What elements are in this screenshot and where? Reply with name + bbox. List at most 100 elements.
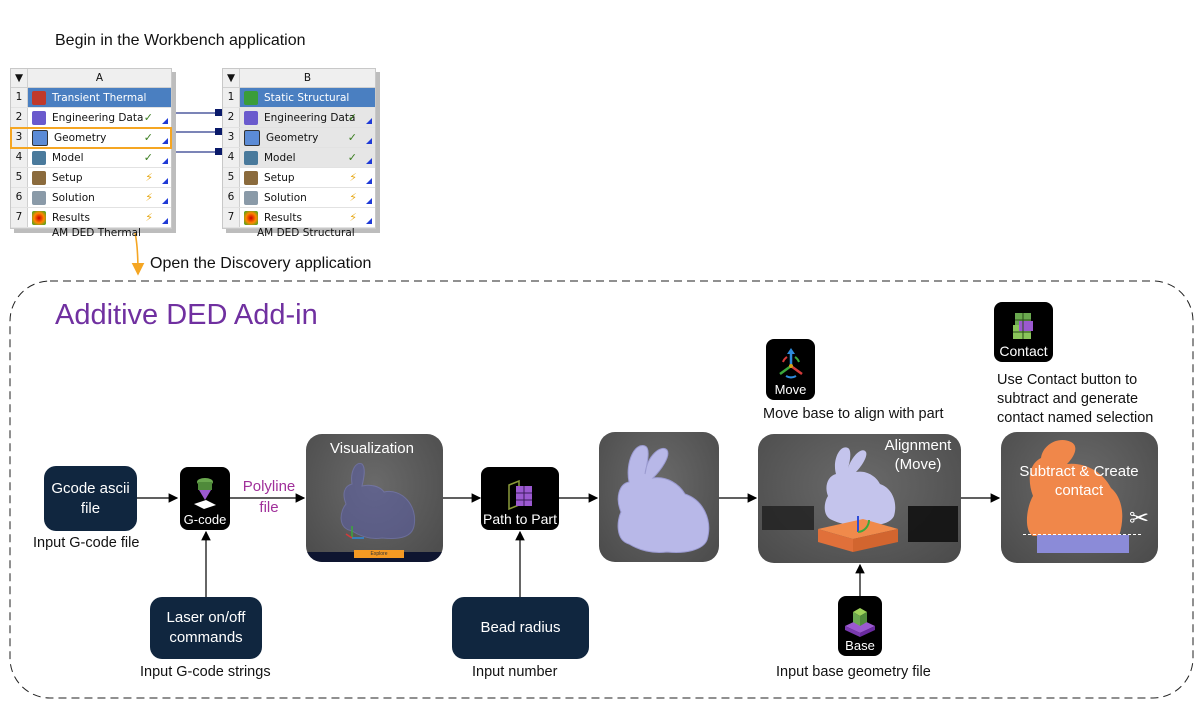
system-row-geometry-highlighted[interactable]: 3 Geometry ✓ [10,127,172,149]
row-number: 3 [223,128,240,147]
row-number: 4 [11,148,28,167]
solution-icon [244,190,258,205]
base-block [818,516,898,552]
row-label: Setup [264,171,295,184]
row-label: Transient Thermal [52,91,147,104]
gcode-file-caption: Input G-code file [33,535,140,551]
check-icon: ✓ [143,151,153,164]
system-row[interactable]: 2 Engineering Data✓ [11,108,171,128]
tool-label: G-code [183,512,227,527]
row-number: 4 [223,148,240,167]
visualization-title: Visualization [330,440,414,457]
bunny-solid [617,445,710,553]
tool-label: Move [774,382,807,397]
lightning-icon: ⚡ [349,171,357,184]
lightning-icon: ⚡ [145,191,153,204]
move-tool-button[interactable]: Move [766,339,815,400]
row-label: Geometry [54,131,107,144]
lightning-icon: ⚡ [145,211,153,224]
contact-tool-button[interactable]: Contact [994,302,1053,362]
row-label: Solution [264,191,307,204]
check-icon: ✓ [347,131,357,144]
laser-caption: Input G-code strings [140,664,271,680]
geometry-icon [244,129,260,146]
geometry-icon [32,129,48,146]
check-icon: ✓ [347,111,357,124]
results-icon [244,210,258,225]
row-label: Engineering Data [52,111,144,124]
row-label: Solution [52,191,95,204]
row-number: 6 [11,188,28,207]
check-icon: ✓ [347,151,357,164]
dropdown-icon[interactable]: ▼ [223,69,240,87]
bunny-part-panel [599,432,719,562]
system-row[interactable]: 2 Engineering Data✓ [223,108,375,128]
system-b-caption: AM DED Structural [257,227,355,239]
row-label: Setup [52,171,83,184]
bead-caption: Input number [472,664,558,680]
bunny-solid [824,447,896,526]
base-tool-button[interactable]: Base [838,596,882,656]
structural-icon [244,90,258,105]
base-caption: Input base geometry file [776,664,931,680]
row-label: Results [52,211,90,224]
thermal-icon [32,90,46,105]
addin-container [9,280,1194,699]
row-number: 3 [11,128,28,147]
alignment-panel: Alignment (Move) [758,434,961,563]
row-number: 7 [11,208,28,227]
results-icon [32,210,46,225]
gcode-file-box: Gcode ascii file [44,466,137,531]
lightning-icon: ⚡ [349,191,357,204]
wireframe-bunny [340,462,416,539]
system-row[interactable]: 3 Geometry ✓ [223,128,375,148]
move-caption: Move base to align with part [763,406,944,422]
gcode-nozzle-icon [194,478,216,509]
move-axes-icon [778,348,803,379]
row-label: Geometry [266,131,319,144]
bunny-orange [1026,439,1123,536]
subtract-title: Subtract & Create contact [1019,463,1139,499]
model-icon [244,150,258,165]
system-a-caption: AM DED Thermal [52,227,141,239]
alignment-title: Alignment (Move) [884,437,952,473]
contact-caption: Use Contact button to subtract and gener… [997,372,1154,426]
options-overlay [908,506,958,542]
engineering-data-icon [244,110,258,125]
system-row[interactable]: 7 Results ⚡ [11,208,171,228]
row-number: 5 [223,168,240,187]
dropdown-icon[interactable]: ▼ [11,69,28,87]
system-row[interactable]: 6 Solution ⚡ [11,188,171,208]
intro-label: Begin in the Workbench application [55,32,306,49]
gcode-tool-button[interactable]: G-code [180,467,230,530]
setup-icon [244,170,258,185]
system-row[interactable]: 4 Model ✓ [223,148,375,168]
system-row[interactable]: 5 Setup ⚡ [11,168,171,188]
tool-label: Base [845,638,875,653]
column-header: A [95,72,104,84]
tool-label: Contact [999,343,1048,359]
solution-icon [32,190,46,205]
lightning-icon: ⚡ [145,171,153,184]
path-to-part-tool-button[interactable]: Path to Part [481,467,559,530]
cut-line [1023,534,1141,535]
row-number: 2 [223,108,240,127]
row-number: 5 [11,168,28,187]
engineering-data-icon [32,110,46,125]
check-icon: ✓ [143,131,153,144]
system-row[interactable]: 5 Setup ⚡ [223,168,375,188]
explore-tab[interactable]: Explore [354,550,404,558]
toolbar-overlay [762,506,814,530]
check-icon: ✓ [143,111,153,124]
row-number: 2 [11,108,28,127]
row-label: Engineering Data [264,111,356,124]
row-label: Model [264,151,296,164]
laser-box: Laser on/off commands [150,597,262,659]
